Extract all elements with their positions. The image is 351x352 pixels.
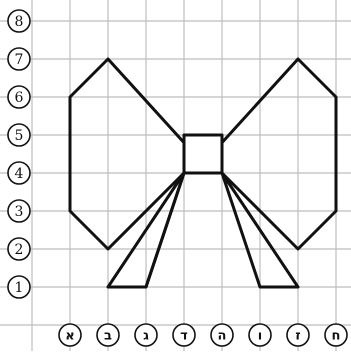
row-label: 4	[8, 162, 30, 184]
row-label-text: 6	[15, 90, 24, 106]
column-label: ה	[211, 324, 233, 346]
row-label-text: 1	[15, 280, 24, 296]
row-label: 8	[8, 10, 30, 32]
column-label: ח	[325, 324, 347, 346]
column-label-text: ד	[180, 329, 188, 344]
column-label-text: ב	[104, 329, 112, 344]
column-label: א	[59, 324, 81, 346]
row-label-text: 2	[15, 242, 24, 258]
column-label: ד	[173, 324, 195, 346]
row-label-text: 5	[15, 128, 24, 144]
row-label-text: 7	[15, 52, 24, 68]
column-label-text: ח	[332, 329, 341, 344]
row-labels: 1 2 3 4 5 6 7 8	[8, 10, 30, 298]
column-label: ב	[97, 324, 119, 346]
column-labels: א ב ג ד ה ו ז ח	[59, 324, 347, 346]
column-label-text: א	[65, 329, 74, 344]
column-label: ו	[249, 324, 271, 346]
row-label-text: 8	[15, 14, 24, 30]
column-label-text: ה	[218, 329, 227, 344]
row-label-text: 4	[15, 166, 24, 182]
knot-square	[184, 135, 222, 173]
row-label: 2	[8, 238, 30, 260]
row-label: 1	[8, 276, 30, 298]
column-label-text: ג	[143, 329, 149, 344]
column-label-text: ז	[295, 329, 300, 344]
column-label-text: ו	[258, 329, 262, 344]
row-label: 7	[8, 48, 30, 70]
row-label: 6	[8, 86, 30, 108]
row-label: 5	[8, 124, 30, 146]
column-label: ז	[287, 324, 309, 346]
row-label: 3	[8, 200, 30, 222]
row-label-text: 3	[15, 204, 24, 220]
column-label: ג	[135, 324, 157, 346]
